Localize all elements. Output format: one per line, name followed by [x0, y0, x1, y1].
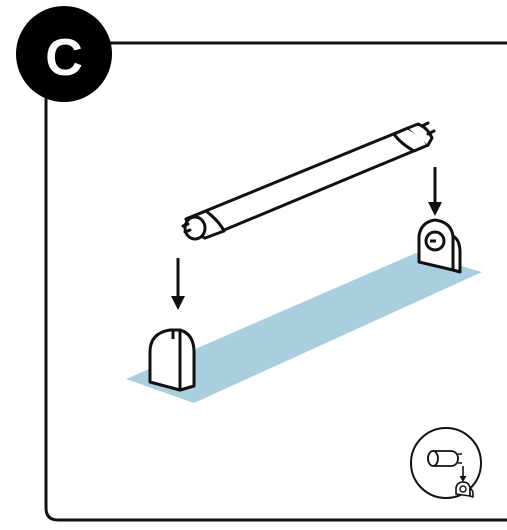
step-badge: C: [16, 6, 112, 102]
lamp-holder-icon: [148, 328, 196, 392]
panel-frame: [44, 41, 507, 522]
lamp-holder-icon: [417, 218, 462, 274]
step-letter: C: [45, 29, 83, 87]
mounting-platform: [126, 253, 482, 403]
step-badge-circle: [16, 6, 112, 102]
fluorescent-tube-icon: [181, 121, 436, 241]
insert-detail-icon: [410, 427, 482, 499]
down-arrow-icon: [171, 258, 185, 310]
down-arrow-icon: [428, 167, 442, 216]
